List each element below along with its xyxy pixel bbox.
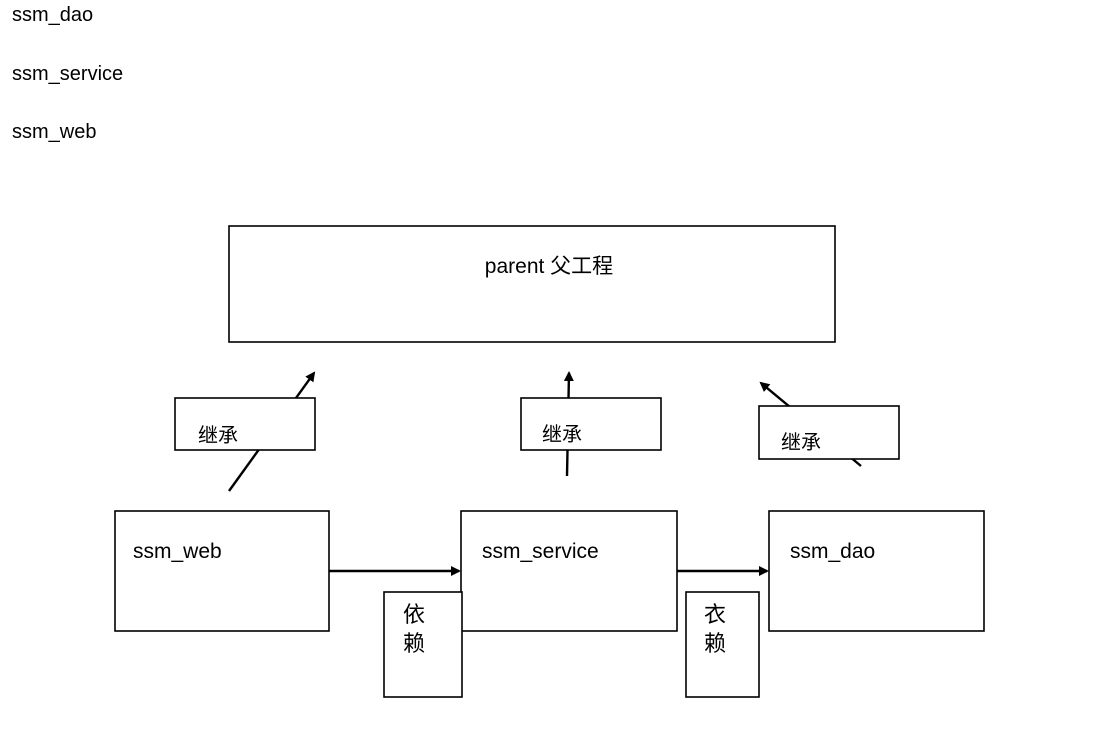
parent-label: parent 父工程 — [485, 255, 613, 278]
inherit-label-text-service: 继承 — [542, 422, 582, 446]
module-service-label: ssm_service — [482, 540, 599, 563]
module-dao-label: ssm_dao — [790, 540, 875, 563]
depend-label-box-service-dao — [685, 591, 760, 698]
depend-label-box-web-service — [383, 591, 463, 698]
inherit-label-box-web — [174, 397, 316, 451]
note-line-web: ssm_web — [12, 121, 97, 143]
module-service-box — [460, 510, 678, 632]
depend-label-web-service: 依 赖 — [383, 591, 463, 698]
module-web-label: ssm_web — [133, 540, 222, 563]
parent-node: parent 父工程 — [228, 225, 836, 343]
depend-label-char-3: 衣 — [704, 603, 726, 628]
inherit-label-web: 继承 — [174, 397, 316, 451]
depend-label-char-1: 依 — [403, 603, 425, 628]
inherit-label-service: 继承 — [520, 397, 662, 451]
depend-label-char-2: 赖 — [403, 632, 425, 657]
module-dao-box — [768, 510, 985, 632]
module-web: ssm_web — [114, 510, 330, 632]
inherit-label-text-web: 继承 — [198, 423, 238, 447]
note-line-service: ssm_service — [12, 63, 124, 85]
module-web-box — [114, 510, 330, 632]
note-line-dao: ssm_dao — [12, 4, 94, 26]
parent-box — [228, 225, 836, 343]
depend-label-char-4: 赖 — [704, 632, 726, 657]
inherit-label-dao: 继承 — [758, 405, 900, 460]
inherit-label-box-dao — [758, 405, 900, 460]
inherit-label-box-service — [520, 397, 662, 451]
module-dao: ssm_dao — [768, 510, 985, 632]
module-service: ssm_service — [460, 510, 678, 632]
depend-label-service-dao: 衣 赖 — [685, 591, 760, 698]
inherit-label-text-dao: 继承 — [781, 430, 821, 454]
